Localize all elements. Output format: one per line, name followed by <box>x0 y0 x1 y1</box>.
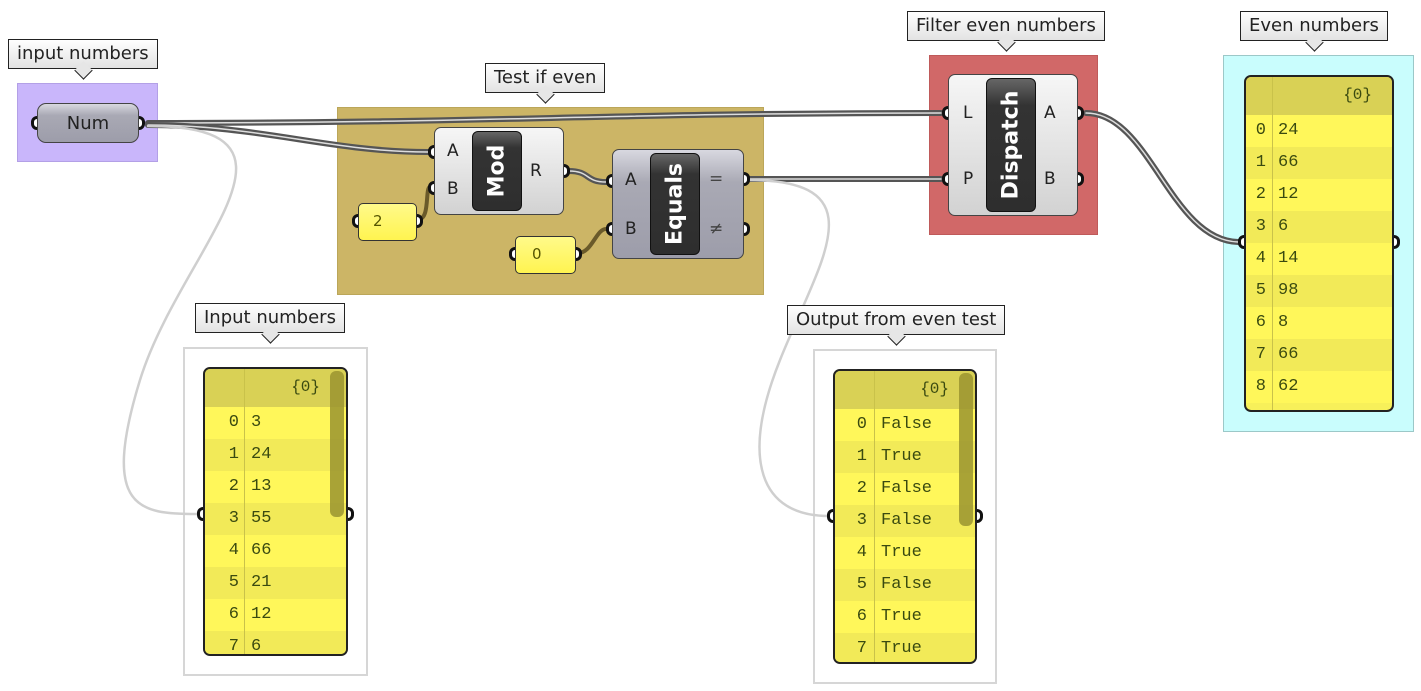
callout-filter-even: Filter even numbers <box>907 11 1105 41</box>
dispatch-input-l[interactable]: L <box>963 103 973 123</box>
panel-path: {0} <box>920 380 949 398</box>
equals-output-not-equal[interactable]: ≠ <box>709 219 724 239</box>
dispatch-output-a[interactable]: A <box>1044 103 1056 123</box>
callout-input-numbers: input numbers <box>8 39 158 69</box>
mod-component[interactable]: A B Mod R <box>434 127 564 215</box>
compare-out-grip[interactable] <box>576 247 582 261</box>
divisor-in-grip[interactable] <box>352 214 358 228</box>
callout-output-panel: Output from even test <box>787 305 1006 335</box>
equals-input-a[interactable]: A <box>625 170 637 190</box>
wire-dispatch-to-even-panel <box>1083 110 1241 245</box>
dispatch-component[interactable]: L P Dispatch A B <box>948 74 1078 216</box>
mod-input-a[interactable]: A <box>447 141 459 161</box>
dispatch-nickname: Dispatch <box>986 78 1036 212</box>
mod-r-grip[interactable] <box>564 164 570 178</box>
panel-header: {0} <box>205 369 346 407</box>
mod-input-b[interactable]: B <box>447 179 459 199</box>
num-input-grip[interactable] <box>31 116 37 130</box>
num-parameter[interactable]: Num <box>37 103 139 143</box>
even-test-panel-out-grip[interactable] <box>977 509 983 523</box>
equals-a-grip[interactable] <box>606 174 612 188</box>
equals-b-grip[interactable] <box>606 222 612 236</box>
panel-path: {0} <box>1343 86 1372 104</box>
equals-input-b[interactable]: B <box>625 219 637 239</box>
even-test-panel-in-grip[interactable] <box>827 509 833 523</box>
equals-eq-grip[interactable] <box>744 172 750 186</box>
panel-scrollbar[interactable] <box>959 373 973 526</box>
mod-nickname: Mod <box>472 131 522 211</box>
input-panel-out-grip[interactable] <box>348 507 354 521</box>
input-panel-in-grip[interactable] <box>197 507 203 521</box>
panel-divider <box>1272 77 1273 410</box>
divisor-out-grip[interactable] <box>417 214 423 228</box>
dispatch-a-grip[interactable] <box>1078 106 1084 120</box>
num-output-grip[interactable] <box>139 116 145 130</box>
compare-in-grip[interactable] <box>509 247 515 261</box>
callout-even-numbers: Even numbers <box>1240 11 1388 41</box>
dispatch-l-grip[interactable] <box>942 106 948 120</box>
callout-input-panel: Input numbers <box>195 303 345 333</box>
callout-test-if-even: Test if even <box>485 63 606 93</box>
divisor-value: 2 <box>373 212 383 230</box>
dispatch-p-grip[interactable] <box>942 172 948 186</box>
mod-output-r[interactable]: R <box>530 161 542 181</box>
dispatch-output-b[interactable]: B <box>1044 169 1056 189</box>
mod-a-grip[interactable] <box>428 145 434 159</box>
divisor-number-slider[interactable]: 2 <box>358 203 417 241</box>
dispatch-input-p[interactable]: P <box>963 169 974 189</box>
equals-neq-grip[interactable] <box>744 222 750 236</box>
even-panel-out-grip[interactable] <box>1394 235 1400 249</box>
equals-nickname: Equals <box>650 153 700 255</box>
panel-divider <box>244 369 245 654</box>
panel-header: {0} <box>835 371 975 409</box>
dispatch-b-grip[interactable] <box>1078 172 1084 186</box>
panel-path: {0} <box>291 378 320 396</box>
mod-b-grip[interactable] <box>428 181 434 195</box>
panel-divider <box>874 371 875 662</box>
compare-value: 0 <box>532 245 542 263</box>
num-label: Num <box>66 113 110 134</box>
equals-component[interactable]: A B Equals = ≠ <box>612 149 744 259</box>
panel-scrollbar[interactable] <box>330 371 344 517</box>
even-panel-in-grip[interactable] <box>1238 235 1244 249</box>
compare-number-slider[interactable]: 0 <box>515 236 576 274</box>
panel-header: {0} <box>1246 77 1392 115</box>
equals-output-equal[interactable]: = <box>709 169 724 189</box>
